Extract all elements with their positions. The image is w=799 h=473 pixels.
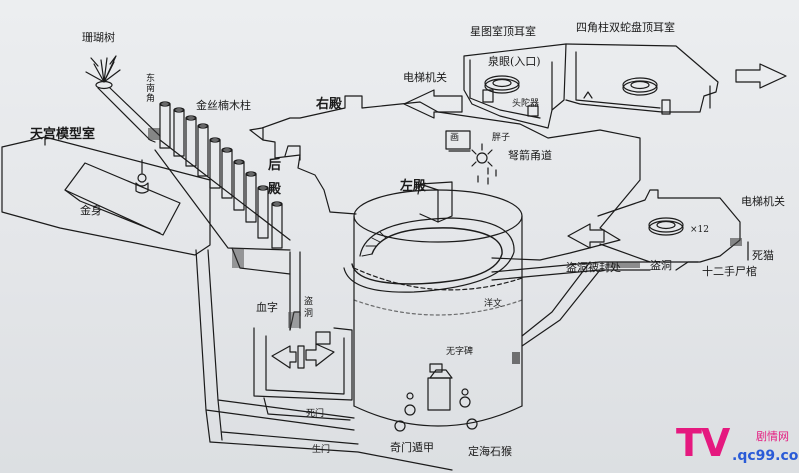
- label-strange-door: 奇门遁甲: [390, 441, 434, 454]
- label-blood-word: 血字: [256, 301, 278, 314]
- label-tou-tuo: 头陀器: [512, 99, 540, 109]
- mural-panel: [445, 130, 471, 152]
- label-elevator-right: 电梯机关: [741, 195, 785, 208]
- label-nanmu-pillars: 金丝楠木柱: [196, 99, 251, 112]
- star-chart-room: [463, 43, 567, 129]
- label-star-chart-room: 星图室顶耳室: [470, 25, 536, 38]
- coffin-room-right: [597, 189, 749, 271]
- label-wordless-stele: 无字碑: [446, 347, 474, 357]
- label-tunnel-right: 盗洞: [650, 259, 672, 272]
- direction-arrow-icon: [567, 223, 605, 249]
- door-corridors: [195, 247, 453, 471]
- main-hall-floor: [249, 95, 641, 261]
- label-golden-body: 金身: [80, 204, 102, 217]
- tunnel-right: [491, 261, 651, 347]
- label-ocean-cave: 洋文: [484, 299, 503, 309]
- label-coral-tree: 珊瑚树: [82, 31, 115, 44]
- label-tunnel-left: 盗洞: [304, 297, 314, 319]
- label-elevator-left: 电梯机关: [403, 71, 447, 84]
- label-crossbow-passage: 弩箭甬道: [508, 149, 552, 162]
- label-left-hall: 左殿: [400, 179, 427, 194]
- site-watermark-logo: TV 剧情网 .qc99.com: [676, 421, 799, 468]
- label-twelve-hand-coffin: 十二手尸棺: [702, 265, 757, 278]
- tunnel-left: [288, 251, 301, 331]
- label-dead-cat: 死猫: [752, 249, 774, 262]
- elevator-arrow-left-icon: [403, 89, 463, 119]
- southeast-corridor: [97, 87, 161, 143]
- watermark-brand: 剧情网: [756, 430, 789, 443]
- coral-tree-icon: [85, 55, 121, 90]
- elevator-arrow-right-icon: [735, 63, 787, 89]
- stone-monkeys-icon: [394, 388, 478, 432]
- label-x12: ×12: [690, 225, 709, 235]
- snake-coffin-room: [565, 43, 719, 115]
- watermark-tv: TV: [676, 421, 730, 465]
- label-sea-monkeys: 定海石猴: [468, 445, 512, 458]
- label-southeast-corner: 东南角: [146, 74, 156, 104]
- label-dead-door: 死门: [306, 409, 325, 419]
- central-cylinder: [343, 181, 523, 432]
- label-mural: 画: [450, 133, 460, 143]
- model-room-platform: [1, 136, 211, 256]
- label-tunnel-sealed: 盗洞被封处: [566, 261, 621, 274]
- label-snake-room: 四角柱双蛇盘顶耳室: [576, 21, 675, 34]
- label-live-door: 生门: [312, 445, 331, 455]
- label-fatty: 胖子: [492, 133, 511, 143]
- fatty-figure-icon: [471, 143, 493, 185]
- nanmu-pillars: [159, 101, 283, 249]
- watermark-domain: .qc99.com: [732, 448, 799, 464]
- blood-word-room: [253, 311, 353, 401]
- label-model-room: 天宫模型室: [30, 127, 96, 142]
- label-right-hall: 右殿: [316, 97, 343, 112]
- label-spring-eye: 泉眼(入口): [488, 55, 541, 68]
- label-rear-hall: 后殿: [268, 158, 282, 197]
